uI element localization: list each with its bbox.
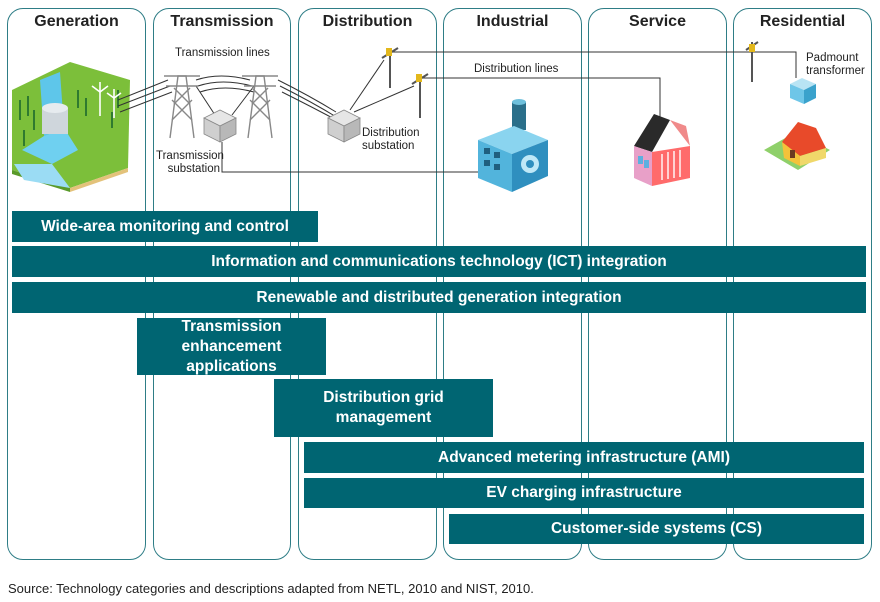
service-building-icon xyxy=(634,114,690,186)
padmount-transformer-label: Padmount transformer xyxy=(806,52,865,77)
bar-renewable-distributed-generation: Renewable and distributed generation int… xyxy=(12,282,866,313)
transmission-tower-icon xyxy=(164,75,200,139)
transmission-lines-label: Transmission lines xyxy=(175,47,270,59)
column-title-transmission: Transmission xyxy=(170,13,274,30)
utility-pole-icon xyxy=(381,41,759,118)
house-icon xyxy=(764,122,830,170)
bar-customer-side-systems: Customer-side systems (CS) xyxy=(449,514,864,544)
bar-distribution-grid-management: Distribution grid management xyxy=(274,379,493,437)
bar-transmission-enhancement: Transmission enhancement applications xyxy=(137,318,326,375)
hydro-dam-icon xyxy=(12,62,130,192)
padmount-transformer-icon xyxy=(790,78,816,104)
bar-ev-charging: EV charging infrastructure xyxy=(304,478,864,508)
distribution-substation-label: Distribution substation xyxy=(362,127,420,152)
transmission-substation-label: Transmission substation xyxy=(156,150,224,175)
distribution-lines-label: Distribution lines xyxy=(474,63,559,75)
column-title-residential: Residential xyxy=(759,13,846,30)
bar-ict-integration: Information and communications technolog… xyxy=(12,246,866,277)
column-title-distribution: Distribution xyxy=(322,13,413,30)
column-title-service: Service xyxy=(629,13,686,30)
factory-icon xyxy=(478,99,548,192)
transmission-tower-icon xyxy=(242,75,278,139)
bar-wide-area-monitoring: Wide-area monitoring and control xyxy=(12,211,318,242)
distribution-substation-icon xyxy=(327,109,361,143)
source-note: Source: Technology categories and descri… xyxy=(8,581,534,596)
bar-ami: Advanced metering infrastructure (AMI) xyxy=(304,442,864,473)
column-title-generation: Generation xyxy=(34,13,119,30)
column-title-industrial: Industrial xyxy=(476,13,549,30)
transmission-substation-icon xyxy=(203,109,237,143)
